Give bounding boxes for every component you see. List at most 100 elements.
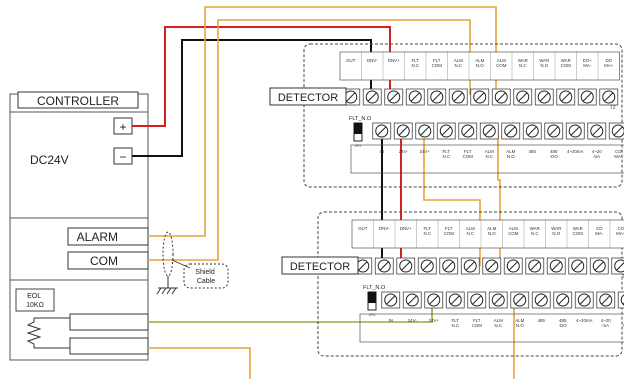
upper-terminal-screw-icon <box>577 88 597 106</box>
lower-terminal-label-part: FLT <box>443 149 451 154</box>
eol-terminal-bottom <box>69 337 149 355</box>
upper-terminal-screw-icon <box>362 88 382 106</box>
eol-box <box>15 288 55 312</box>
lower-terminal-label-part: 24V- <box>399 149 409 154</box>
lower-terminal-label-part: FLT <box>473 318 481 323</box>
upper-terminal-label-part: MA- <box>595 231 604 236</box>
upper-terminal-label-part: ALM <box>509 226 518 231</box>
controller-panel: CONTROLLER DC24V + − ALARM COM EOL 10KΩ <box>9 91 149 361</box>
upper-terminal-label-part: COM <box>573 231 584 236</box>
upper-terminal-screw-icon <box>460 257 480 275</box>
eol-terminal-top <box>69 313 149 331</box>
upper-terminal-screw-icon <box>589 257 609 275</box>
lower-terminal-label-part: COM <box>472 323 483 328</box>
upper-terminal-label-part: DNV+ <box>400 226 412 231</box>
lower-terminal-label-part: ALM <box>515 318 524 323</box>
lower-terminal-label-part: 485 <box>529 149 537 154</box>
lower-terminal-label: 24V- <box>408 318 418 323</box>
lower-terminal-label: 485 <box>538 318 546 323</box>
upper-terminal-label: OUT <box>358 226 368 231</box>
upper-terminal-label-part: DNV- <box>367 58 378 63</box>
upper-terminal-label-part: CO <box>617 226 624 231</box>
lower-label-strip <box>350 144 624 174</box>
lower-terminal-label-part: 24V+ <box>429 318 440 323</box>
upper-terminal-label: DO+MA- <box>583 58 593 68</box>
upper-label-strip <box>339 51 620 81</box>
upper-terminal-label-part: ALM <box>475 58 484 63</box>
lower-terminal-screw-icon <box>608 122 624 140</box>
lower-terminal-label-part: N.C <box>485 154 493 159</box>
jumper-cap <box>368 292 376 303</box>
upper-terminal-screw-icon <box>470 88 490 106</box>
upper-terminal-label-part: N.O <box>476 63 484 68</box>
upper-terminal-screw-icon <box>599 88 619 106</box>
power-label: DC24V <box>30 153 69 167</box>
upper-terminal-screw-icon <box>384 88 404 106</box>
upper-terminal-label-part: N.C <box>423 231 431 236</box>
lower-terminal-screw-icon <box>424 291 444 309</box>
lower-terminal-label-part: N.O <box>507 154 515 159</box>
lower-terminal-label-part: FLT <box>464 149 472 154</box>
lower-terminal-label-part: N.C <box>442 154 450 159</box>
upper-label-strip <box>351 219 624 249</box>
upper-terminal-screw-icon <box>556 88 576 106</box>
upper-terminal-label-part: OUT <box>358 226 368 231</box>
lower-terminal-label: 4~20mA <box>567 149 584 154</box>
lower-terminal-screw-icon <box>393 122 413 140</box>
upper-terminal-label-part: WAR <box>518 58 528 63</box>
jp-label: JP2 <box>355 143 363 148</box>
upper-terminal-screw-icon <box>491 88 511 106</box>
upper-terminal-label-part: WAR <box>561 58 571 63</box>
upper-terminal-label: DNV+ <box>400 226 412 231</box>
lower-terminal-label-part: 4~20mA <box>576 318 593 323</box>
upper-terminal-screw-icon <box>374 257 394 275</box>
lower-terminal-label: 4~20mA <box>576 318 593 323</box>
orange-wire-alarm <box>148 6 497 237</box>
upper-terminal-label: OUT <box>346 58 356 63</box>
lower-terminal-label-part: 4~20 <box>592 149 602 154</box>
upper-terminal-label-part: FLT <box>424 226 432 231</box>
upper-terminal-label-part: OUT <box>346 58 356 63</box>
lower-terminal-label-part: 485 <box>550 149 558 154</box>
lower-terminal-label: 24V+ <box>429 318 440 323</box>
red-wire-top <box>132 26 391 127</box>
upper-terminal-label-part: FLT <box>445 226 453 231</box>
resistor-icon <box>26 318 42 348</box>
cable-label-line2: Cable <box>197 278 215 285</box>
lower-terminal-label-part: 485 <box>559 318 567 323</box>
lower-terminal-label-part: ALM <box>506 149 515 154</box>
lower-terminal-label: IN <box>380 149 384 154</box>
upper-terminal-label-part: MA+ <box>616 231 624 236</box>
lower-terminal-label-part: ALM <box>485 149 494 154</box>
lower-terminal-label: 485-DO <box>550 149 559 159</box>
lower-terminal-label: 485-DO <box>559 318 568 328</box>
jumper-label: FLT_N.O <box>349 116 372 122</box>
cable-label-line1: Shield <box>195 269 215 276</box>
lower-terminal-label: IN <box>389 318 393 323</box>
upper-terminal-label-part: N.C <box>531 231 539 236</box>
ground-icon <box>156 287 178 295</box>
lower-terminal-screw-icon <box>381 291 401 309</box>
lower-terminal-label-part: IN <box>380 149 384 154</box>
upper-terminal-screw-icon <box>427 88 447 106</box>
detector-label: DETECTOR <box>278 92 338 104</box>
detector-boundary <box>317 211 623 357</box>
